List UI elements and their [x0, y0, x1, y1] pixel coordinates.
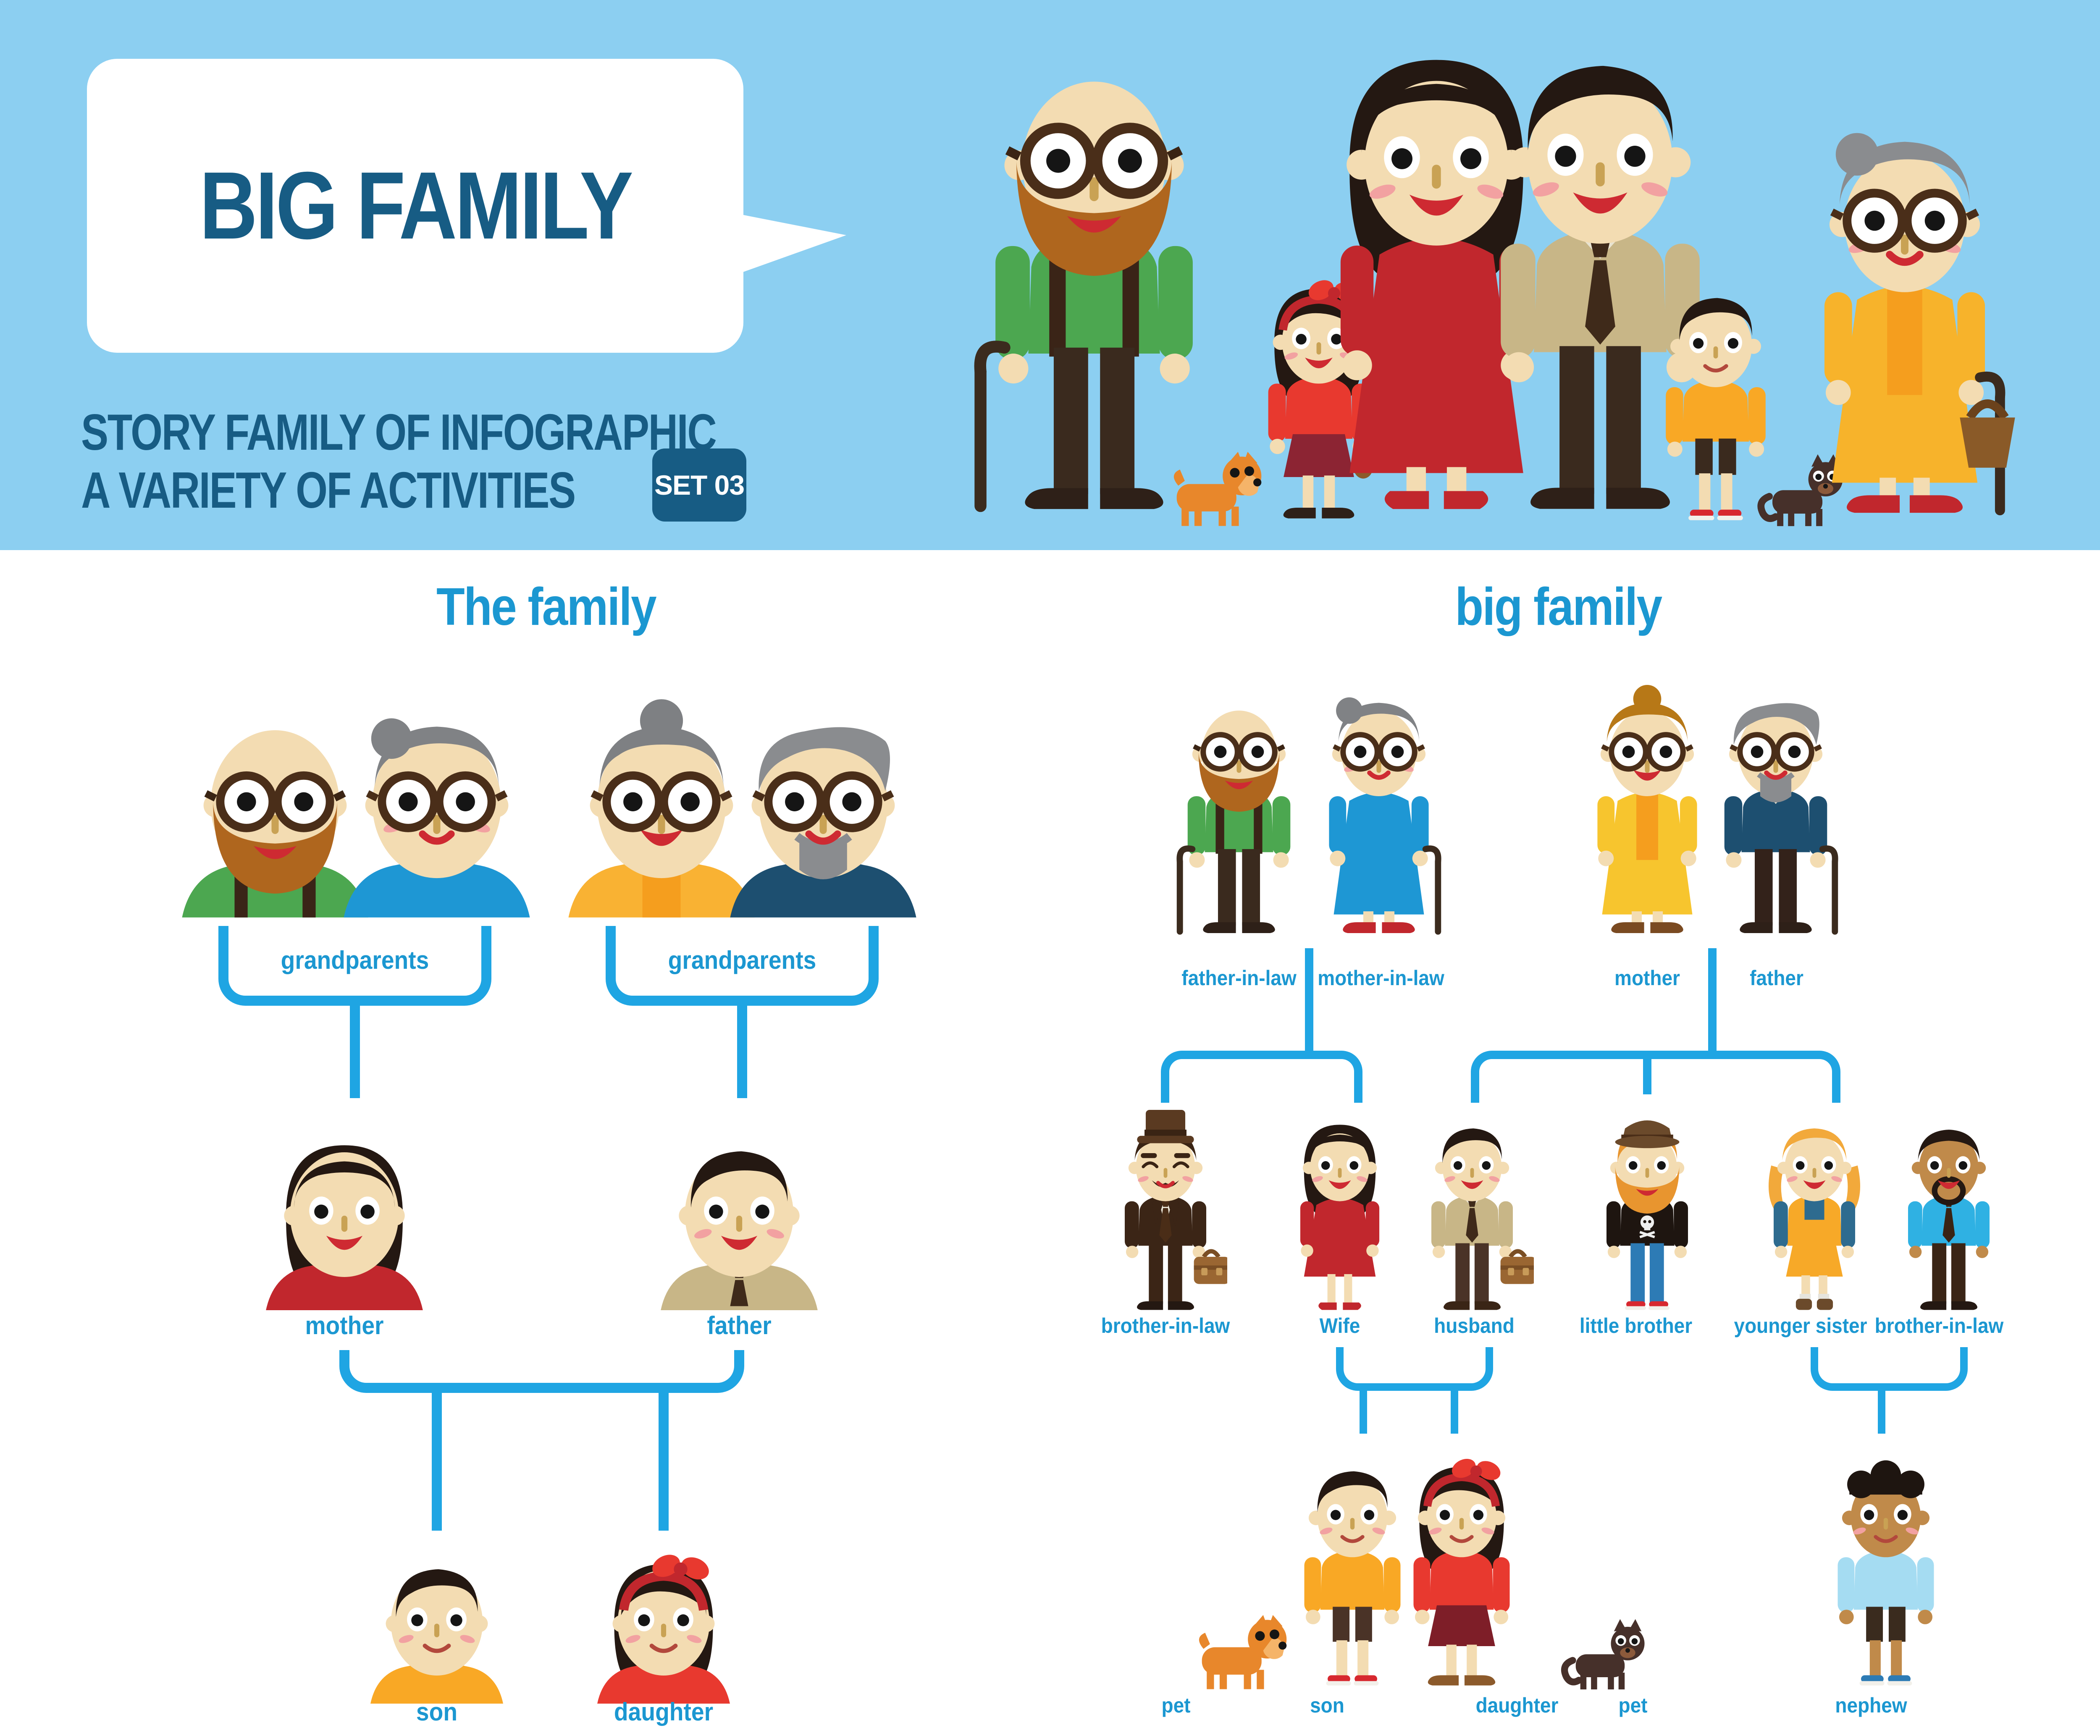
illustration-cat: [1755, 453, 1857, 531]
figure-daughter-left: [579, 1542, 749, 1704]
figure-grandmother-1: [318, 691, 556, 918]
figure-little-brother: [1586, 1109, 1709, 1319]
label-wife: Wife: [1319, 1314, 1360, 1337]
illustration-dog: [1158, 450, 1270, 531]
connector-stem: [1878, 1387, 1885, 1434]
speech-bubble-tail: [729, 212, 846, 277]
bracket-grandparents-2: [606, 926, 879, 1006]
figure-mother-left: [244, 1119, 445, 1310]
connector-stem: [432, 1388, 442, 1531]
figure-brother-in-law-2: [1887, 1109, 2011, 1319]
bracket-sister-brotherinlaw: [1811, 1347, 1968, 1391]
figure-younger-sister: [1753, 1109, 1876, 1319]
set-badge: SET 03: [652, 448, 746, 522]
label-grandparents-2: grandparents: [668, 946, 816, 974]
label-son-left: son: [416, 1698, 458, 1726]
label-daughter-left: daughter: [614, 1698, 714, 1726]
label-pet-2: pet: [1618, 1694, 1648, 1717]
label-mother-right: mother: [1614, 966, 1680, 990]
bracket-wife-husband: [1336, 1347, 1493, 1391]
figure-son-right: [1280, 1448, 1425, 1696]
speech-bubble: BIG FAMILY: [87, 59, 743, 353]
figure-nephew: [1813, 1448, 1959, 1696]
label-younger-sister: younger sister: [1734, 1314, 1867, 1337]
bracket-parents-left: [339, 1350, 744, 1393]
left-tree-title: The family: [436, 577, 657, 636]
figure-pet-dog: [1183, 1613, 1296, 1694]
label-pet-1: pet: [1161, 1694, 1191, 1717]
illustration-grandmother: [1780, 104, 2030, 530]
label-nephew: nephew: [1835, 1694, 1907, 1717]
figure-father-right: [1698, 679, 1854, 944]
connector-stem: [1643, 1059, 1651, 1094]
figure-father-left: [639, 1119, 840, 1310]
illustration-granddaughter: [1242, 269, 1396, 529]
illustration-father: [1449, 18, 1751, 530]
connector-stem: [1708, 948, 1717, 1051]
figure-wife: [1278, 1109, 1402, 1319]
connector-stem: [350, 1006, 360, 1098]
label-father-left: father: [707, 1311, 772, 1340]
figure-brother-in-law-1: [1104, 1109, 1227, 1319]
figure-grandfather-1: [156, 691, 394, 918]
label-father-in-law: father-in-law: [1181, 966, 1297, 990]
figure-grandfather-2: [704, 691, 942, 918]
figure-mother-in-law: [1301, 679, 1457, 944]
bracket-parent-children: [1471, 1051, 1840, 1103]
connector-stem: [1305, 948, 1313, 1051]
label-grandparents-1: grandparents: [281, 946, 429, 974]
subtitle-line-1: STORY FAMILY OF INFOGRAPHIC: [81, 404, 717, 461]
figure-grandmother-2: [542, 691, 781, 918]
figure-husband: [1410, 1109, 1534, 1319]
label-brother-in-law-1: brother-in-law: [1101, 1314, 1230, 1337]
label-daughter-right: daughter: [1475, 1694, 1559, 1717]
illustration-grandfather: [945, 22, 1244, 530]
bracket-inlaw-children: [1161, 1051, 1362, 1103]
page-title: BIG FAMILY: [199, 152, 633, 259]
figure-mother-right: [1570, 679, 1725, 944]
label-son-right: son: [1310, 1694, 1344, 1717]
illustration-grandson: [1640, 274, 1791, 531]
illustration-mother: [1287, 21, 1586, 530]
label-mother-in-law: mother-in-law: [1318, 966, 1444, 990]
figure-pet-cat: [1559, 1618, 1659, 1694]
right-tree-title: big family: [1455, 577, 1662, 636]
subtitle-line-2: A VARIETY OF ACTIVITIES: [81, 462, 576, 519]
label-father-right: father: [1750, 966, 1803, 990]
bracket-grandparents-1: [218, 926, 491, 1006]
label-mother-left: mother: [305, 1311, 384, 1340]
figure-daughter-right: [1389, 1448, 1535, 1696]
label-brother-in-law-2: brother-in-law: [1874, 1314, 2004, 1337]
connector-stem: [1360, 1387, 1367, 1434]
connector-stem: [659, 1388, 669, 1531]
figure-son-left: [352, 1542, 522, 1704]
connector-stem: [1451, 1387, 1458, 1434]
connector-stem: [737, 1006, 747, 1098]
label-little-brother: little brother: [1579, 1314, 1693, 1337]
label-husband: husband: [1434, 1314, 1515, 1337]
figure-father-in-law: [1161, 679, 1317, 944]
